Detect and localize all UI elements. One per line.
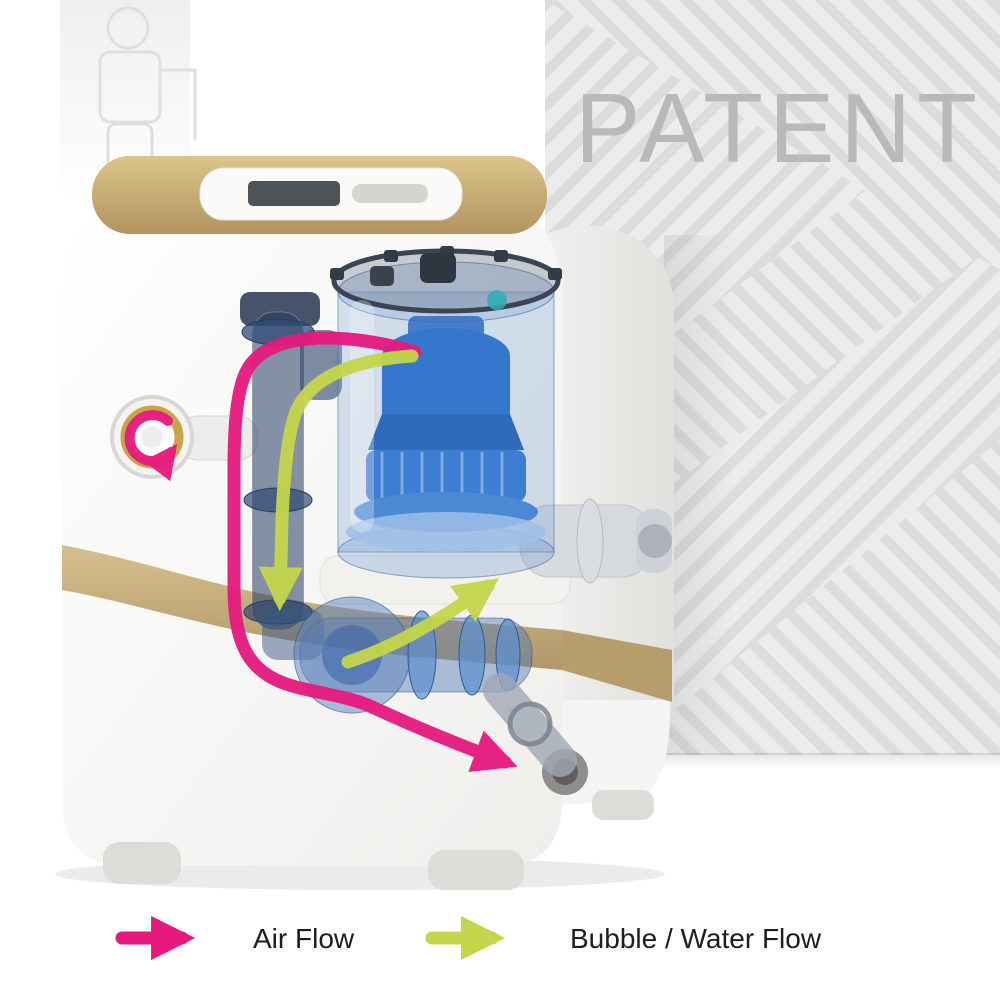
blue-canister xyxy=(330,246,562,579)
canister-top-cap-small xyxy=(370,266,394,286)
canister-top-cap xyxy=(420,253,456,283)
canister-shelf xyxy=(319,555,571,605)
foot-right xyxy=(428,850,524,890)
right-port-pipe xyxy=(519,498,672,584)
air-flow-legend-label: Air Flow xyxy=(253,923,355,954)
flow-legend: Air Flow Bubble / Water Flow xyxy=(115,915,822,961)
pump-assembly xyxy=(293,596,577,777)
internal-machinery xyxy=(110,246,672,777)
bubble-flow-legend-label: Bubble / Water Flow xyxy=(570,923,822,954)
air-flow-path xyxy=(227,331,518,773)
foot-left xyxy=(103,842,181,884)
canister-inner-motor xyxy=(346,316,546,552)
bubble-flow-up-path xyxy=(341,578,499,669)
bubble-flow-down-path xyxy=(258,349,419,612)
flow-arrows xyxy=(124,331,518,773)
drain-pipe xyxy=(483,673,577,777)
machine-wall-shadow xyxy=(664,235,734,755)
gold-mid-band xyxy=(62,545,562,670)
air-flow-gauge-loop xyxy=(124,410,178,482)
drain-pipe-ring xyxy=(507,701,553,747)
patent-watermark: PATENT xyxy=(575,73,983,183)
canister-teal-port xyxy=(487,290,507,310)
ghost-pipe xyxy=(160,68,197,140)
foot-side xyxy=(592,790,654,820)
ghost-body xyxy=(98,50,162,124)
control-buttons-strip xyxy=(352,184,428,203)
gold-mid-band-side xyxy=(562,630,672,702)
ghost-dial xyxy=(106,6,150,50)
control-display xyxy=(248,181,340,206)
